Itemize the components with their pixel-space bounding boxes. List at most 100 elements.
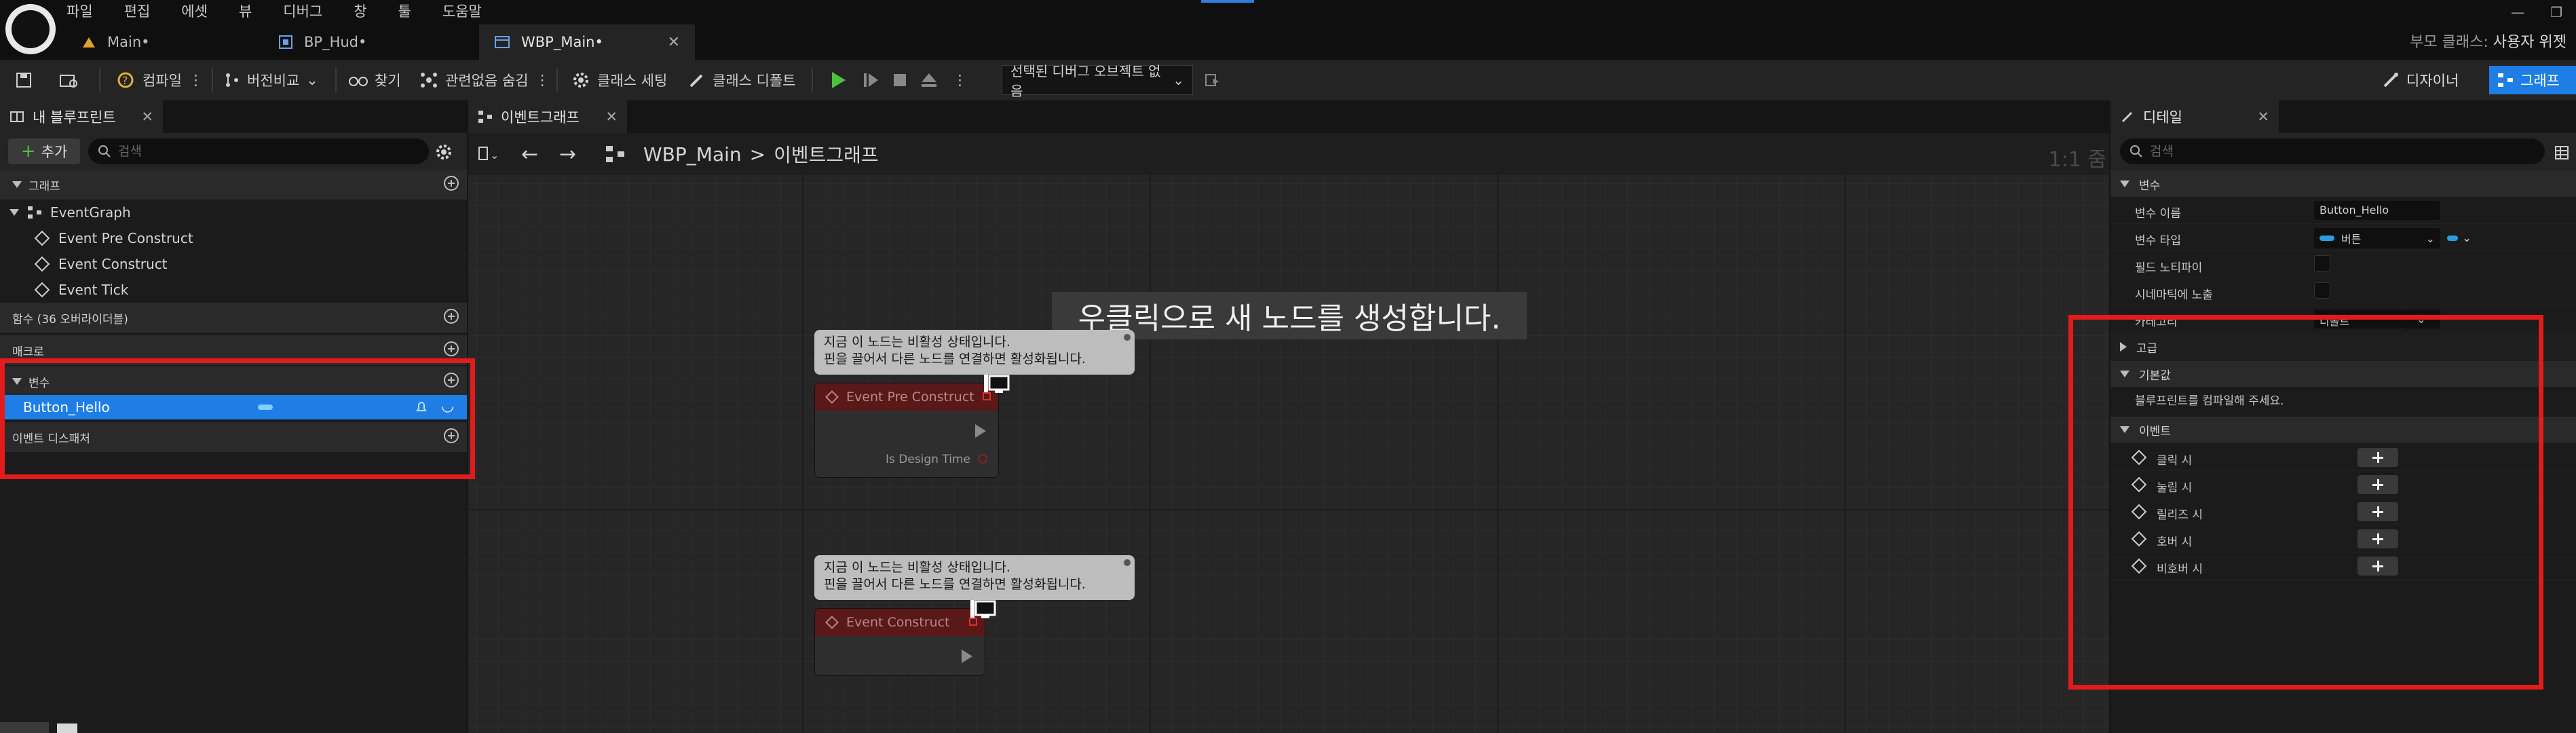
- graph-canvas[interactable]: 우클릭으로 새 노드를 생성합니다. 지금 이 노드는 비활성 상태입니다. 핀…: [468, 175, 2109, 733]
- svg-text:?: ?: [122, 74, 128, 87]
- graph-item-event-pre-construct[interactable]: Event Pre Construct: [0, 225, 467, 251]
- add-graph-icon[interactable]: [444, 176, 459, 191]
- add-event-button[interactable]: [2357, 557, 2398, 576]
- node-event-pre-construct[interactable]: Event Pre Construct Is Design Time: [814, 383, 999, 478]
- add-macro-icon[interactable]: [444, 341, 459, 356]
- debug-select-button[interactable]: [1204, 60, 1220, 100]
- play-button[interactable]: [829, 60, 847, 100]
- property-label: 변수 타입: [2135, 234, 2181, 248]
- menu-debug[interactable]: 디버그: [283, 3, 323, 20]
- compile-button[interactable]: ? 컴파일 ⋮: [115, 60, 203, 100]
- add-event-button[interactable]: [2357, 502, 2398, 521]
- stop-button[interactable]: [892, 60, 908, 100]
- menu-file[interactable]: 파일: [67, 3, 93, 20]
- breadcrumb-root[interactable]: WBP_Main: [643, 143, 742, 166]
- designer-mode-button[interactable]: 디자이너: [2382, 66, 2459, 94]
- menu-help[interactable]: 도움말: [442, 3, 482, 20]
- disabled-node-comment[interactable]: 지금 이 노드는 비활성 상태입니다. 핀을 끌어서 다른 노드를 연결하면 활…: [814, 555, 1135, 600]
- unreal-logo-icon[interactable]: [5, 4, 56, 54]
- forward-arrow-icon[interactable]: →: [559, 143, 577, 166]
- graph-item-eventgraph[interactable]: EventGraph: [0, 200, 467, 225]
- eject-button[interactable]: [920, 60, 938, 100]
- comment-line: 지금 이 노드는 비활성 상태입니다.: [824, 335, 1010, 350]
- gear-icon[interactable]: [434, 143, 453, 162]
- find-button[interactable]: 찾기: [349, 60, 401, 100]
- close-icon[interactable]: ✕: [141, 109, 153, 125]
- save-button[interactable]: [15, 60, 33, 100]
- diff-button[interactable]: 버전비교 ⌄: [224, 60, 318, 100]
- close-icon[interactable]: ✕: [2257, 109, 2269, 125]
- more-icon[interactable]: ⋮: [188, 72, 203, 88]
- add-button[interactable]: + 추가: [8, 138, 80, 164]
- add-event-button[interactable]: [2357, 448, 2398, 467]
- tab-my-blueprint[interactable]: 내 블루프린트 ✕: [0, 100, 163, 133]
- bool-output-pin[interactable]: [978, 454, 987, 464]
- graph-item-event-construct[interactable]: Event Construct: [0, 251, 467, 277]
- pin-icon[interactable]: [1124, 559, 1131, 566]
- menu-asset[interactable]: 에셋: [181, 3, 208, 20]
- browse-button[interactable]: [58, 60, 79, 100]
- search-input[interactable]: [117, 138, 418, 164]
- doc-tab-wbp-main[interactable]: WBP_Main• ✕: [479, 24, 695, 60]
- class-defaults-button[interactable]: 클래스 디폴트: [688, 60, 796, 100]
- category-variable[interactable]: 변수: [2110, 171, 2576, 197]
- graph-mode-button[interactable]: 그래프: [2489, 66, 2576, 94]
- disabled-node-comment[interactable]: 지금 이 노드는 비활성 상태입니다. 핀을 끌어서 다른 노드를 연결하면 활…: [814, 330, 1135, 375]
- category-advanced[interactable]: 고급: [2110, 334, 2576, 360]
- add-event-button[interactable]: [2357, 475, 2398, 494]
- node-event-construct[interactable]: Event Construct: [814, 608, 985, 676]
- section-label: 이벤트 디스패처: [12, 432, 90, 446]
- menu-window[interactable]: 창: [354, 3, 367, 20]
- more-icon[interactable]: ⋮: [535, 72, 550, 88]
- graph-item-event-tick[interactable]: Event Tick: [0, 277, 467, 303]
- status-bar-button[interactable]: [57, 723, 77, 733]
- add-event-button[interactable]: [2357, 529, 2398, 548]
- minimize-icon[interactable]: —: [2511, 4, 2525, 20]
- menu-view[interactable]: 뷰: [238, 3, 252, 20]
- add-dispatcher-icon[interactable]: [444, 428, 459, 443]
- step-button[interactable]: [862, 60, 879, 100]
- variable-type-combo[interactable]: 버튼 ⌄: [2314, 228, 2440, 248]
- category-field[interactable]: 디폴트: [2314, 309, 2402, 328]
- variable-item-button-hello[interactable]: Button_Hello ◡: [0, 395, 467, 419]
- section-graph[interactable]: 그래프: [0, 170, 467, 200]
- restore-icon[interactable]: ❐: [2550, 4, 2562, 20]
- doc-tab-main[interactable]: Main•: [67, 24, 263, 60]
- category-events[interactable]: 이벤트: [2110, 417, 2576, 443]
- search-input[interactable]: [2148, 138, 2531, 164]
- bookmark-icon[interactable]: ⌄: [478, 145, 501, 163]
- exec-output-pin[interactable]: [962, 650, 972, 663]
- tab-details[interactable]: 디테일 ✕: [2110, 100, 2279, 133]
- breadcrumb-leaf[interactable]: 이벤트그래프: [774, 144, 879, 166]
- add-variable-icon[interactable]: [444, 373, 459, 388]
- close-icon[interactable]: ✕: [605, 109, 618, 125]
- variable-name-field[interactable]: Button_Hello: [2314, 201, 2440, 220]
- add-function-icon[interactable]: [444, 309, 459, 324]
- parent-class-value[interactable]: 사용자 위젯: [2493, 34, 2566, 51]
- section-functions[interactable]: 함수 (36 오버라이더블): [0, 303, 467, 333]
- cinematic-checkbox[interactable]: [2314, 282, 2330, 299]
- back-arrow-icon[interactable]: ←: [521, 143, 539, 166]
- bell-icon[interactable]: [415, 400, 428, 414]
- menu-edit[interactable]: 편집: [124, 3, 151, 20]
- close-icon[interactable]: ✕: [667, 33, 680, 51]
- tab-event-graph[interactable]: 이벤트그래프 ✕: [468, 100, 627, 133]
- play-options-button[interactable]: ⋮: [953, 60, 967, 100]
- container-type-combo[interactable]: ⌄: [2447, 231, 2471, 245]
- my-blueprint-panel: 내 블루프린트 ✕ + 추가 그래프 EventGraph Event Pre …: [0, 100, 467, 733]
- section-variables[interactable]: 변수: [0, 366, 467, 396]
- category-dropdown[interactable]: ⌄: [2402, 309, 2440, 328]
- menu-tools[interactable]: 툴: [398, 3, 411, 20]
- eye-icon[interactable]: ◡: [441, 398, 455, 415]
- debug-object-select[interactable]: 선택된 디버그 오브젝트 없음 ⌄: [1002, 63, 1193, 99]
- section-event-dispatchers[interactable]: 이벤트 디스패처: [0, 422, 467, 452]
- table-view-icon[interactable]: [2554, 145, 2569, 160]
- field-notify-checkbox[interactable]: [2314, 255, 2330, 271]
- pin-icon[interactable]: [1124, 334, 1131, 341]
- exec-output-pin[interactable]: [975, 424, 986, 438]
- category-default-value[interactable]: 기본값: [2110, 361, 2576, 387]
- class-settings-button[interactable]: 클래스 세팅: [571, 60, 667, 100]
- hide-unrelated-button[interactable]: 관련없음 숨김 ⋮: [419, 60, 550, 100]
- section-macros[interactable]: 매크로: [0, 335, 467, 365]
- doc-tab-bp-hud[interactable]: BP_Hud•: [263, 24, 479, 60]
